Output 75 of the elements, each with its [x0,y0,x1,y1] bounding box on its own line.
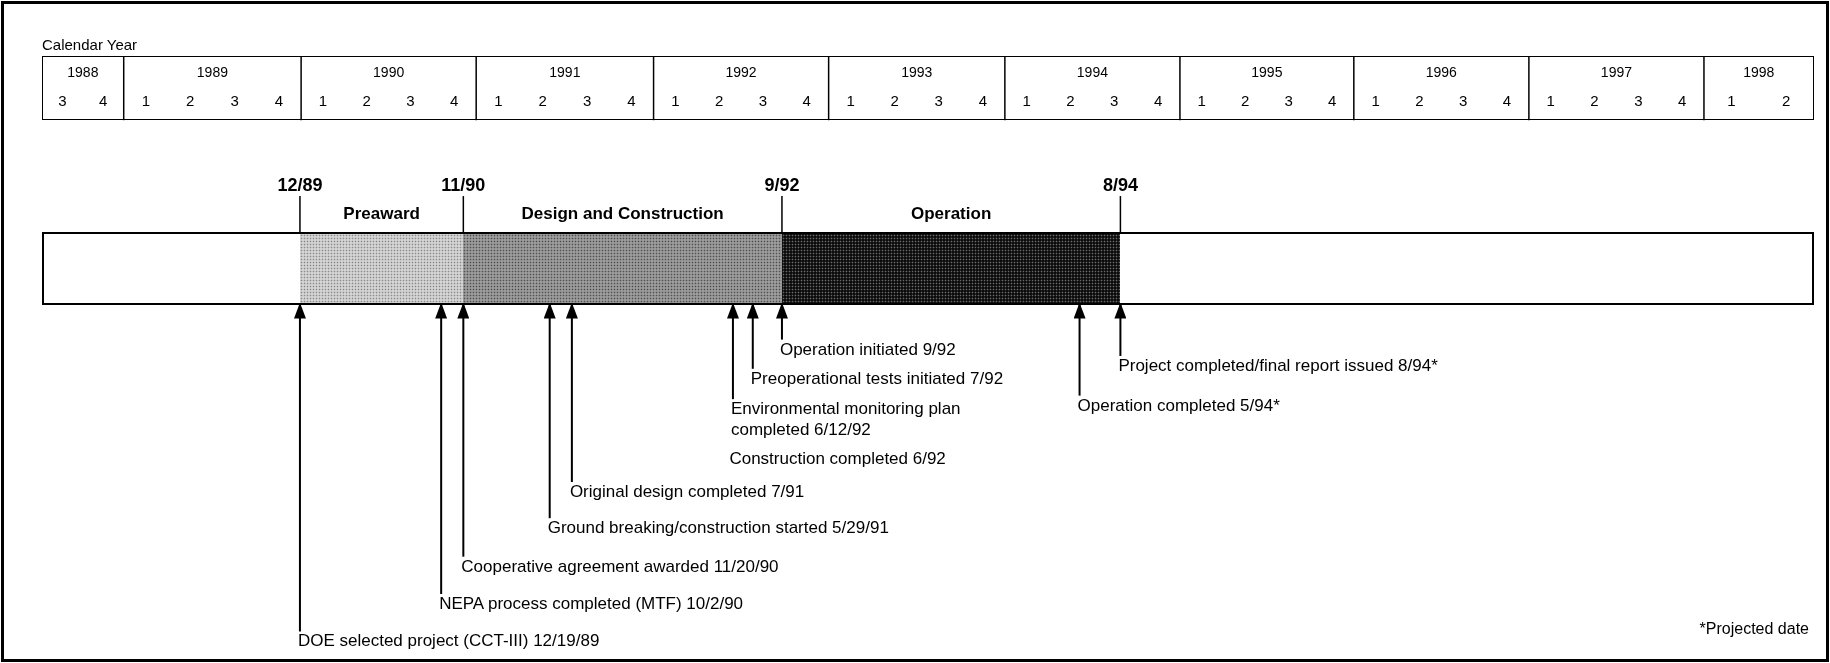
quarter-label: 3 [1110,92,1119,110]
quarter-label: 1 [1197,92,1206,110]
quarter-label: 1 [1371,92,1380,110]
date-label: 11/90 [441,175,486,197]
quarter-label: 3 [934,92,943,110]
year-label: 1998 [1743,64,1775,81]
milestone-label: NEPA process completed (MTF) 10/2/90 [439,594,744,615]
year-label: 1989 [196,64,228,81]
phase-label: Design and Construction [521,203,724,224]
quarter-label: 2 [890,92,899,110]
date-label: 9/92 [764,175,800,197]
quarter-label: 1 [1022,92,1031,110]
year-label: 1990 [373,64,405,81]
year-label: 1997 [1600,64,1632,81]
quarter-label: 1 [318,92,328,110]
quarter-label: 1 [846,92,855,110]
quarter-label: 2 [362,92,371,110]
quarter-label: 1 [494,92,503,110]
year-label: 1993 [901,64,933,81]
quarter-label: 4 [1502,92,1512,110]
milestone-label: Preoperational tests initiated 7/92 [750,368,1004,390]
year-label: 1988 [67,64,99,81]
quarter-label: 2 [1415,92,1424,110]
quarter-label: 4 [627,92,636,110]
quarter-label: 4 [802,92,811,110]
quarter-label: 1 [1727,92,1736,110]
tick-line [299,195,301,233]
year-label: 1996 [1425,64,1457,81]
milestone-label: Environmental monitoring plan completed 6/12/92 [730,399,1011,440]
milestone-label: Ground breaking/construction started 5/29/91 [547,518,889,539]
quarter-label: 3 [58,92,67,110]
milestone-label: Construction completed 6/92 [729,449,946,470]
year-label: 1994 [1076,64,1108,81]
year-label: 1991 [549,64,581,81]
quarter-label: 1 [671,92,680,110]
quarter-label: 4 [1153,92,1163,110]
milestone-label: Original design completed 7/91 [569,482,805,503]
year-label: 1995 [1251,64,1283,81]
quarter-label: 3 [1459,92,1468,110]
quarter-label: 3 [1634,92,1643,110]
quarter-label: 2 [1066,92,1075,110]
quarter-label: 3 [406,92,415,110]
quarter-label: 4 [1327,92,1337,110]
quarter-label: 4 [274,92,284,110]
table-heading: Calendar Year [42,36,138,54]
milestone-label: Operation completed 5/94* [1077,395,1280,417]
quarter-label: 3 [758,92,768,110]
quarter-label: 2 [538,92,547,110]
phase-label: Preaward [343,203,420,224]
quarter-label: 3 [1284,92,1293,110]
date-label: 8/94 [1102,175,1138,197]
quarter-label: 4 [99,92,108,110]
tick-line [781,195,783,233]
quarter-label: 4 [450,92,459,110]
year-label: 1992 [725,64,757,81]
footnote: *Projected date [1699,619,1809,638]
date-label: 12/89 [277,175,323,197]
quarter-label: 4 [1677,92,1687,110]
tick-line [1119,195,1122,233]
quarter-label: 2 [1240,92,1250,110]
quarter-label: 2 [1590,92,1599,110]
quarter-label: 1 [141,92,151,110]
milestone-label: Cooperative agreement awarded 11/20/90 [461,556,779,578]
quarter-label: 2 [715,92,724,110]
milestone-label: DOE selected project (CCT-III) 12/19/89 [297,631,600,652]
quarter-label: 1 [1546,92,1555,110]
quarter-label: 2 [186,92,195,110]
phase-label: Operation [911,203,992,224]
quarter-label: 3 [582,92,592,110]
quarter-label: 4 [978,92,987,110]
quarter-label: 2 [1782,92,1791,110]
milestone-label: Operation initiated 9/92 [779,339,956,360]
milestone-label: Project completed/final report issued 8/94* [1118,355,1438,377]
quarter-label: 3 [230,92,239,110]
tick-line [462,195,465,233]
